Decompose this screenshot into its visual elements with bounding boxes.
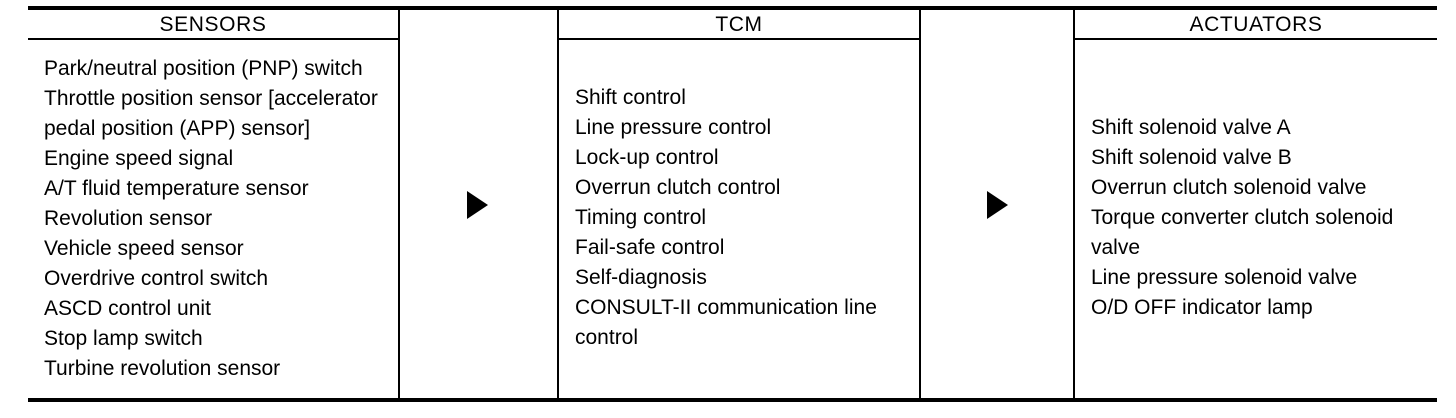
column-body-actuators: Shift solenoid valve A Shift solenoid va… xyxy=(1075,40,1437,396)
list-item: Torque converter clutch solenoid valve xyxy=(1091,206,1394,259)
right-triangle-arrow-icon xyxy=(987,191,1008,219)
list-item: Shift solenoid valve B xyxy=(1091,146,1292,169)
list-item: Self-diagnosis xyxy=(575,266,707,289)
list-item: Park/neutral position (PNP) switch xyxy=(44,57,363,80)
list-item: Shift control xyxy=(575,86,686,109)
actuators-item-list: Shift solenoid valve A Shift solenoid va… xyxy=(1091,113,1435,323)
list-item: ASCD control unit xyxy=(44,297,211,320)
list-item: CONSULT-II communication line control xyxy=(575,296,877,349)
column-body-tcm: Shift control Line pressure control Lock… xyxy=(559,40,919,396)
list-item: Vehicle speed sensor xyxy=(44,237,244,260)
list-item: A/T fluid temperature sensor xyxy=(44,177,309,200)
column-sensors: SENSORS Park/neutral position (PNP) swit… xyxy=(28,10,400,398)
tcm-item-list: Shift control Line pressure control Lock… xyxy=(575,83,913,353)
column-header-tcm: TCM xyxy=(559,10,919,40)
top-border-rule xyxy=(28,6,1437,10)
list-item: Overrun clutch control xyxy=(575,176,781,199)
column-body-sensors: Park/neutral position (PNP) switch Throt… xyxy=(28,40,398,396)
bottom-border-rule xyxy=(28,398,1437,402)
list-item: Lock-up control xyxy=(575,146,719,169)
list-item: Overdrive control switch xyxy=(44,267,269,290)
column-header-sensors: SENSORS xyxy=(28,10,398,40)
column-header-actuators: ACTUATORS xyxy=(1075,10,1437,40)
list-item: Throttle position sensor [accelerator pe… xyxy=(44,87,378,140)
list-item: Line pressure solenoid valve xyxy=(1091,266,1358,289)
column-tcm: TCM Shift control Line pressure control … xyxy=(557,10,921,398)
list-item: Shift solenoid valve A xyxy=(1091,116,1291,139)
list-item: Fail-safe control xyxy=(575,236,725,259)
list-item: Turbine revolution sensor xyxy=(44,357,281,380)
column-actuators: ACTUATORS Shift solenoid valve A Shift s… xyxy=(1073,10,1437,398)
list-item: Overrun clutch solenoid valve xyxy=(1091,176,1367,199)
sensors-item-list: Park/neutral position (PNP) switch Throt… xyxy=(44,54,396,384)
list-item: Engine speed signal xyxy=(44,147,234,170)
list-item: O/D OFF indicator lamp xyxy=(1091,296,1313,319)
list-item: Timing control xyxy=(575,206,707,229)
list-item: Revolution sensor xyxy=(44,207,213,230)
list-item: Stop lamp switch xyxy=(44,327,203,350)
list-item: Line pressure control xyxy=(575,116,772,139)
right-triangle-arrow-icon xyxy=(467,191,488,219)
